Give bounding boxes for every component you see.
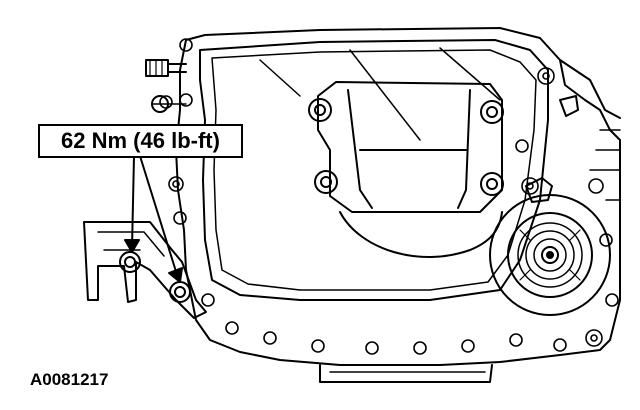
differential-housing (489, 194, 611, 316)
mount-bracket (83, 221, 207, 319)
torque-callout: 62 Nm (46 lb-ft) (38, 124, 243, 158)
right-housing-ribs (589, 129, 621, 201)
bracket-bolt-4 (480, 172, 504, 196)
bracket-bolt-1 (308, 98, 332, 122)
perimeter-bolts (159, 38, 619, 355)
bracket-rib-right (457, 89, 471, 209)
housing-rib-3 (259, 59, 301, 97)
leader-arrow-left (124, 155, 140, 253)
housing-rib-1 (349, 49, 421, 141)
sensor-fitting (525, 95, 579, 203)
bracket-lower (339, 211, 503, 258)
pan-flange (199, 39, 549, 301)
housing-rib-2 (439, 47, 501, 101)
cooler-line-fitting (145, 59, 187, 77)
side-boss (151, 95, 187, 113)
leader-arrow-right (139, 155, 183, 283)
bracket-rib-left (347, 89, 373, 209)
axle-seal-lines (519, 229, 581, 281)
center-bracket (317, 81, 503, 213)
pan-inner-edge (211, 49, 537, 291)
figure-id: A0081217 (30, 370, 109, 389)
bracket-bolt-3 (314, 170, 338, 194)
bracket-bolt-2 (480, 100, 504, 124)
bottom-pan (319, 364, 493, 383)
torque-callout-text: 62 Nm (46 lb-ft) (61, 128, 220, 153)
right-housing-edge (559, 59, 621, 119)
torque-bolt-left (119, 251, 141, 273)
torque-bolt-right (169, 281, 191, 303)
